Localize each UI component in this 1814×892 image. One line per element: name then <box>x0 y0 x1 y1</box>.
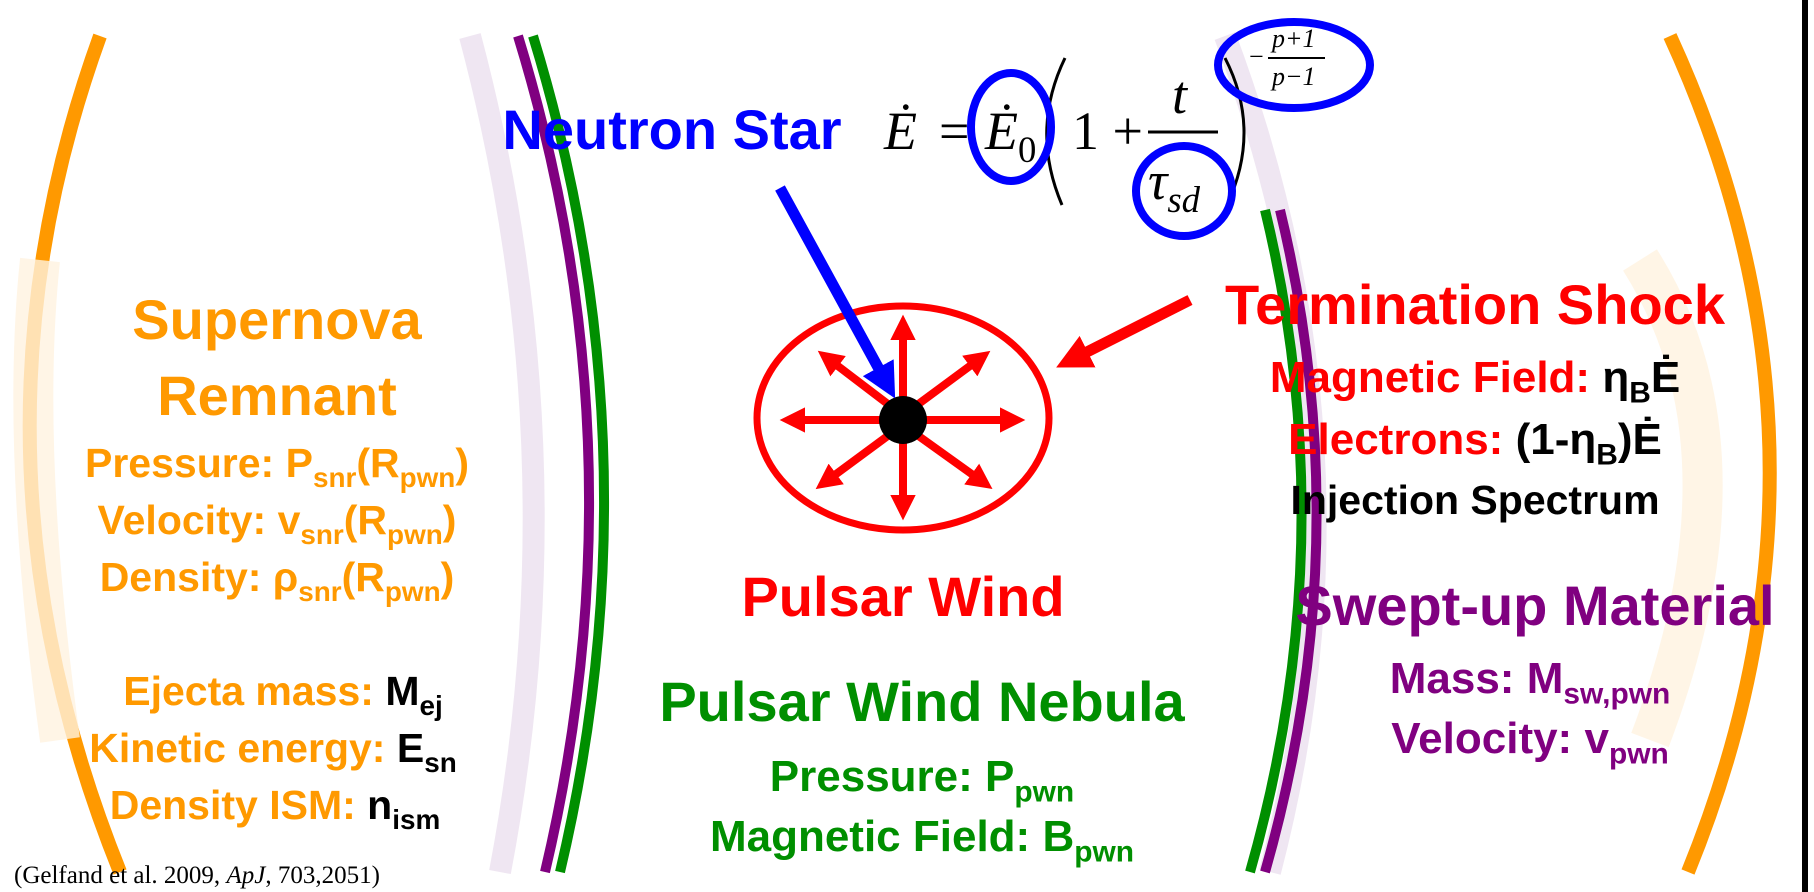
eq-one-plus: 1 + <box>1072 101 1143 161</box>
snr-ejecta-mass: Ejecta mass: Mej <box>123 668 443 721</box>
eq-equals: = <box>939 101 970 161</box>
snr-title-line1: Supernova <box>132 288 422 351</box>
right-edge-bar <box>1802 0 1808 892</box>
pwn-magnetic-field: Magnetic Field: Bpwn <box>709 812 1135 869</box>
swept-up-title: Swept-up Material <box>1295 574 1775 637</box>
ts-magnetic-field: Magnetic Field: ηBĖ <box>1269 353 1681 410</box>
wind-arrow-upright <box>910 350 991 412</box>
pwn-left-shell-green <box>528 34 610 874</box>
pulsar-wind-ellipse <box>753 302 1053 534</box>
eq-exp-sign: − <box>1249 42 1264 71</box>
pwn-right-shell-purple <box>1260 208 1322 874</box>
pwn-left-shell-light <box>459 33 545 875</box>
eq-exp-numerator: p+1 <box>1272 24 1316 53</box>
snr-density: Density: ρsnr(Rpwn) <box>99 554 455 607</box>
neutron-star-dot <box>879 396 927 444</box>
ts-electrons: Electrons: (1-ηB)Ė <box>1288 415 1662 472</box>
snr-left-shade <box>13 257 80 743</box>
eq-exp-denominator: p−1 <box>1272 62 1316 91</box>
wind-arrow-upleft <box>817 350 896 412</box>
exponent-highlight <box>1214 18 1374 112</box>
neutron-star-arrow <box>775 185 896 399</box>
pwn-right-shell-green <box>1245 208 1307 874</box>
tau-highlight <box>1132 142 1236 240</box>
termination-shock-arrow <box>1056 295 1193 368</box>
swept-up-velocity: Velocity: vpwn <box>1391 714 1669 771</box>
wind-arrow-downright <box>910 428 993 489</box>
neutron-star-label: Neutron Star <box>502 98 842 161</box>
snr-title-line2: Remnant <box>157 364 397 427</box>
snr-velocity: Velocity: vsnr(Rpwn) <box>97 497 457 550</box>
snr-right-shade <box>1623 249 1723 748</box>
ts-injection-spectrum: Injection Spectrum <box>1290 477 1660 523</box>
termination-shock-title: Termination Shock <box>1225 273 1725 336</box>
pulsar-wind-title: Pulsar Wind <box>741 565 1065 628</box>
swept-up-mass: Mass: Msw,pwn <box>1389 654 1671 711</box>
snr-kinetic-energy: Kinetic energy: Esn <box>89 725 457 778</box>
eq-lhs: Ė <box>884 101 917 161</box>
snr-density-ism: Density ISM: nism <box>109 782 441 835</box>
eq-left-paren <box>1045 57 1067 206</box>
eq-denominator: τsd <box>1148 151 1200 220</box>
eq-numerator: t <box>1172 65 1188 125</box>
pwn-left-shell-purple <box>513 34 595 874</box>
eq-e0: Ė0 <box>985 101 1037 170</box>
snr-right-arc <box>1663 33 1777 875</box>
pwn-pressure: Pressure: Ppwn <box>769 752 1075 809</box>
snr-pressure: Pressure: Psnr(Rpwn) <box>85 440 469 493</box>
e0-highlight <box>967 69 1055 185</box>
wind-arrow-downleft <box>815 428 896 490</box>
pwn-title: Pulsar Wind Nebula <box>659 670 1185 733</box>
citation: (Gelfand et al. 2009, ApJ, 703,2051) <box>14 862 380 889</box>
